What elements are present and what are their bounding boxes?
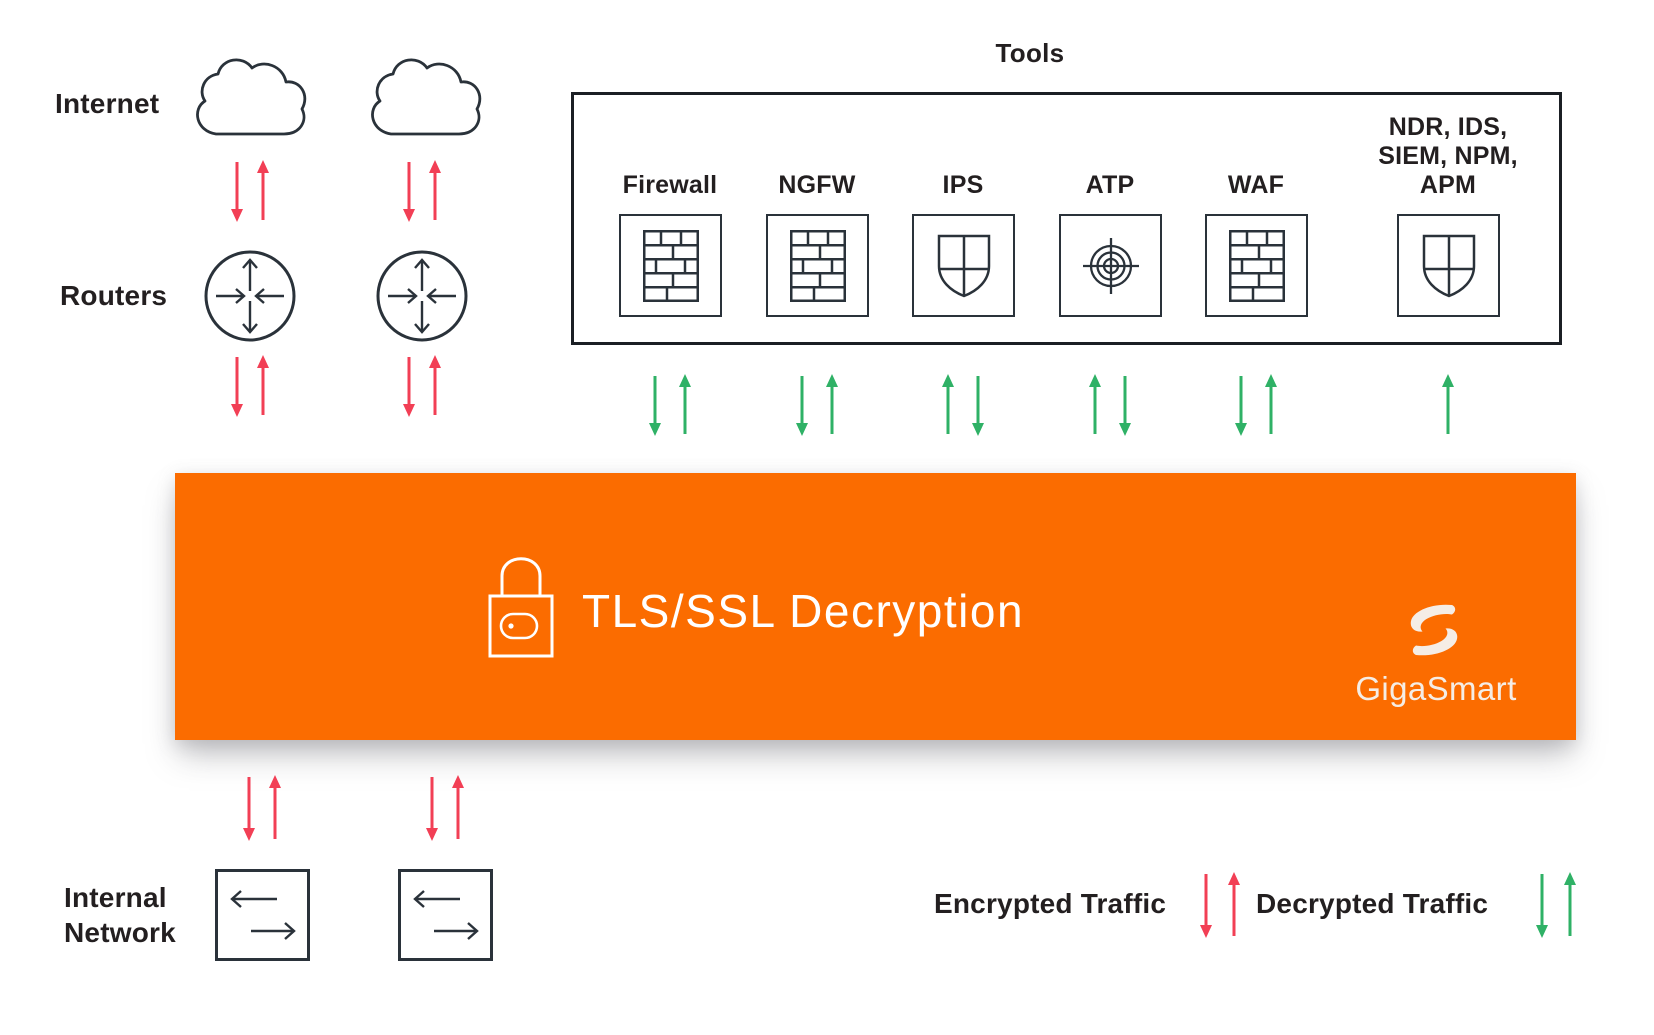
down-arrow-icon: [796, 376, 808, 436]
target-icon: [1082, 237, 1139, 294]
tools-title: Tools: [995, 38, 1065, 68]
up-arrow-icon: [1442, 374, 1454, 434]
routers-label: Routers: [60, 280, 168, 311]
up-arrow-icon: [269, 775, 281, 839]
shield-icon: [1422, 234, 1475, 297]
decrypted-traffic-arrows: [649, 374, 691, 436]
down-arrow-icon: [649, 376, 661, 436]
shield-icon: [937, 234, 990, 297]
waf-icon-box: [1205, 214, 1308, 317]
decryption-bar-title: TLS/SSL Decryption: [582, 585, 1025, 637]
encrypted-traffic-arrows: [403, 355, 441, 417]
down-arrow-icon: [1119, 376, 1131, 436]
up-arrow-icon: [452, 775, 464, 839]
tool-label-firewall: Firewall: [622, 171, 718, 199]
internet-label: Internet: [55, 88, 160, 119]
cloud-icon: [371, 58, 482, 136]
down-arrow-icon: [426, 777, 438, 841]
encrypted-traffic-arrows: [231, 355, 269, 417]
internal-network-label: Internal Network: [64, 882, 176, 948]
router-icon: [376, 250, 468, 342]
gigasmart-logo-icon: [1410, 604, 1458, 656]
legend-encrypted-label: Encrypted Traffic: [934, 888, 1167, 919]
tool-label-atp: ATP: [1085, 171, 1135, 199]
down-arrow-icon: [1235, 376, 1247, 436]
firewall-icon-box: [619, 214, 722, 317]
up-arrow-icon: [429, 355, 441, 415]
brick-wall-icon: [789, 229, 846, 302]
up-arrow-icon: [942, 374, 954, 434]
down-arrow-icon: [1200, 874, 1212, 938]
tls-ssl-decryption-bar: [175, 473, 1576, 740]
decrypted-traffic-arrows: [942, 374, 984, 436]
decrypted-traffic-arrows: [796, 374, 838, 436]
encrypted-traffic-arrows: [231, 160, 269, 222]
encrypted-traffic-arrows: [403, 160, 441, 222]
encrypted-traffic-arrows: [426, 775, 464, 841]
ndr-icon-box: [1397, 214, 1500, 317]
down-arrow-icon: [231, 357, 243, 417]
brick-wall-icon: [642, 229, 699, 302]
up-arrow-icon: [257, 160, 269, 220]
tool-label-ndr-ids-siem-npm-apm: NDR, IDS, SIEM, NPM, APM: [1378, 113, 1518, 199]
down-arrow-icon: [403, 162, 415, 222]
down-arrow-icon: [403, 357, 415, 417]
up-arrow-icon: [429, 160, 441, 220]
tool-label-ips: IPS: [942, 171, 984, 199]
decrypted-traffic-arrows: [1442, 374, 1454, 436]
up-arrow-icon: [679, 374, 691, 434]
brick-wall-icon: [1228, 229, 1285, 302]
legend-encrypted-arrows: [1200, 872, 1240, 938]
down-arrow-icon: [972, 376, 984, 436]
up-arrow-icon: [257, 355, 269, 415]
encrypted-traffic-arrows: [243, 775, 281, 841]
down-arrow-icon: [1536, 874, 1548, 938]
tool-label-waf: WAF: [1227, 171, 1285, 199]
decrypted-traffic-arrows: [1089, 374, 1131, 436]
legend-decrypted-label: Decrypted Traffic: [1256, 888, 1489, 919]
cloud-icon: [196, 58, 307, 136]
tool-label-ngfw: NGFW: [778, 171, 856, 199]
atp-icon-box: [1059, 214, 1162, 317]
lock-icon: [488, 557, 554, 658]
up-arrow-icon: [826, 374, 838, 434]
legend-decrypted-arrows: [1536, 872, 1576, 938]
router-icon: [204, 250, 296, 342]
switch-icon: [215, 869, 310, 961]
up-arrow-icon: [1228, 872, 1240, 936]
up-arrow-icon: [1564, 872, 1576, 936]
up-arrow-icon: [1265, 374, 1277, 434]
ips-icon-box: [912, 214, 1015, 317]
down-arrow-icon: [231, 162, 243, 222]
ngfw-icon-box: [766, 214, 869, 317]
up-arrow-icon: [1089, 374, 1101, 434]
gigasmart-wordmark: GigaSmart: [1355, 670, 1517, 707]
decrypted-traffic-arrows: [1235, 374, 1277, 436]
down-arrow-icon: [243, 777, 255, 841]
switch-icon: [398, 869, 493, 961]
